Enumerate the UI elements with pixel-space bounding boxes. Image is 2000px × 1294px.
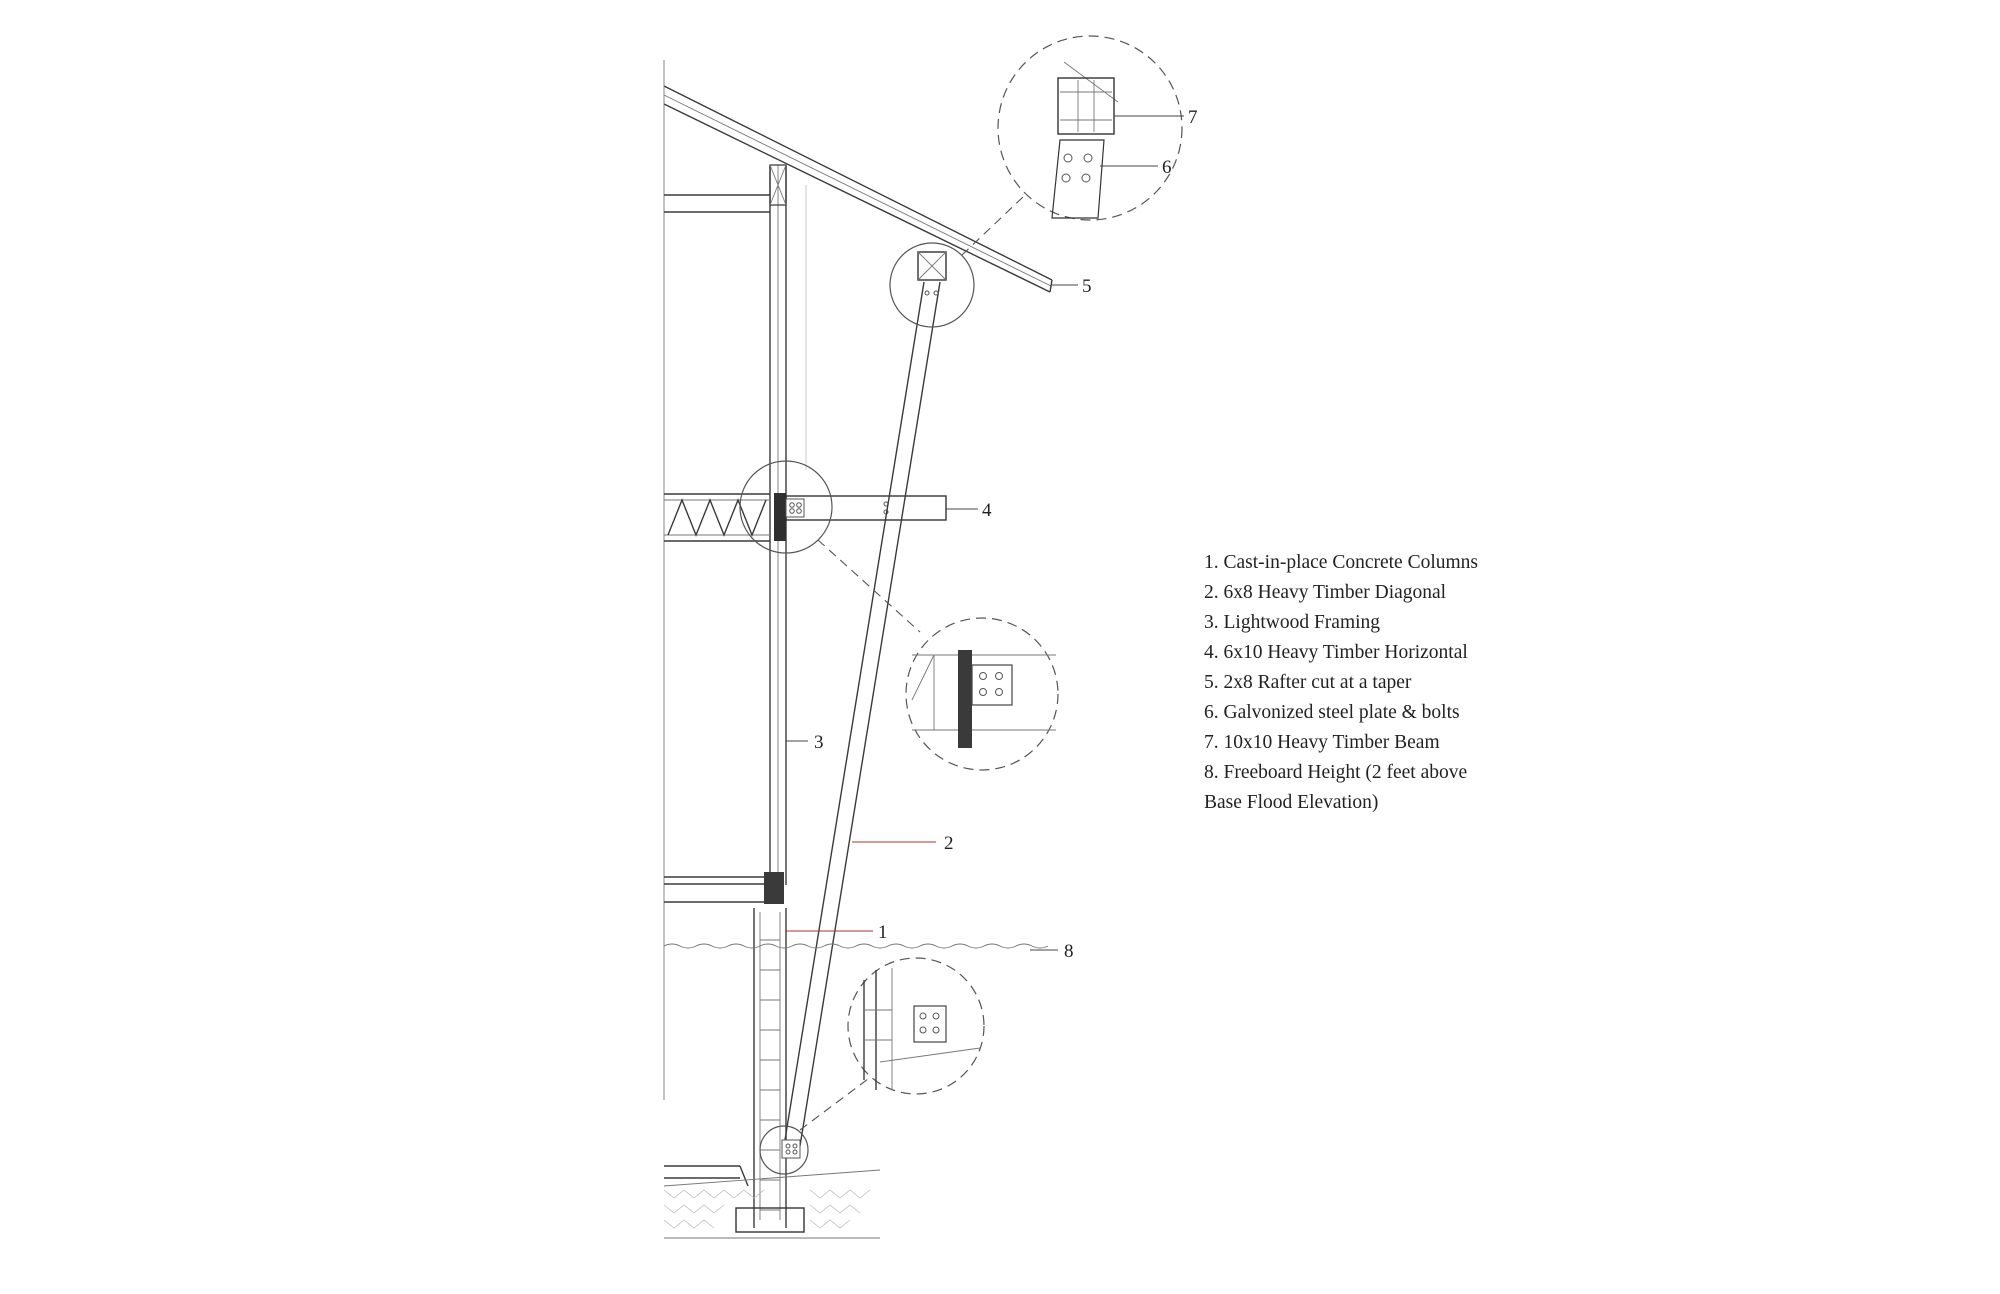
detail-circle-top <box>889 35 1183 328</box>
floor-truss <box>664 493 770 542</box>
legend-item-8: 8. Freeboard Height (2 feet above <box>1204 762 1468 783</box>
top-node-beam <box>917 251 947 296</box>
legend-item-5: 5. 2x8 Rafter cut at a taper <box>1204 672 1412 693</box>
callout-3: 3 <box>814 732 824 753</box>
footing-and-grade <box>663 1165 881 1239</box>
callout-6: 6 <box>1162 157 1172 178</box>
detail-circle-base <box>759 957 985 1175</box>
roof-rafter <box>663 60 1053 1100</box>
legend-item-8-cont: Base Flood Elevation) <box>1204 792 1379 813</box>
legend-item-6: 6. Galvonized steel plate & bolts <box>1204 702 1460 723</box>
legend: 1. Cast-in-place Concrete Columns 2. 6x8… <box>1204 548 1478 818</box>
callout-4: 4 <box>982 500 992 521</box>
lower-floor-plate <box>664 872 784 904</box>
callout-2: 2 <box>944 833 954 854</box>
leader-lines <box>786 115 1184 951</box>
callout-8: 8 <box>1064 941 1074 962</box>
legend-item-1: 1. Cast-in-place Concrete Columns <box>1204 552 1479 573</box>
legend-item-3: 3. Lightwood Framing <box>1204 612 1381 633</box>
freeboard-height-line <box>663 943 1049 949</box>
heavy-timber-horizontal <box>774 493 947 541</box>
concrete-column <box>753 908 787 1228</box>
callout-1: 1 <box>878 922 888 943</box>
callout-7: 7 <box>1188 107 1198 128</box>
legend-item-7: 7. 10x10 Heavy Timber Beam <box>1204 732 1440 753</box>
detail-circle-middle <box>739 460 1059 771</box>
callout-5: 5 <box>1082 276 1092 297</box>
upper-floor-plate <box>664 194 770 213</box>
base-plate <box>781 1139 801 1159</box>
legend-item-2: 2. 6x8 Heavy Timber Diagonal <box>1204 582 1447 603</box>
heavy-timber-diagonal <box>783 281 941 1147</box>
legend-item-4: 4. 6x10 Heavy Timber Horizontal <box>1204 642 1468 663</box>
